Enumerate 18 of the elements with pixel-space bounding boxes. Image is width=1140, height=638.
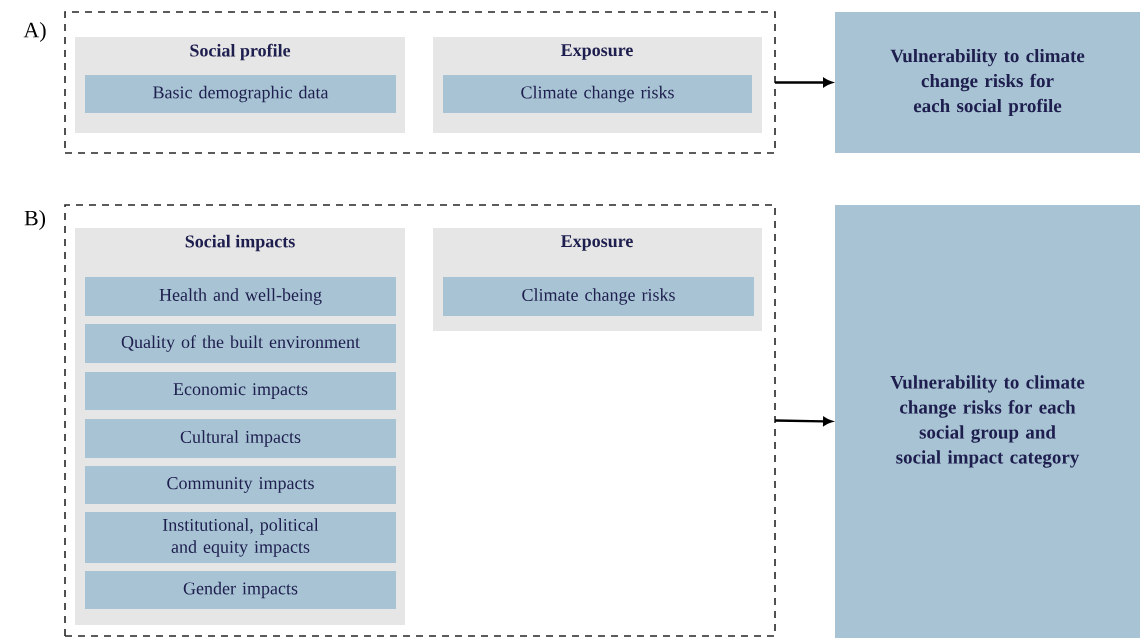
panel-letter: A) bbox=[23, 22, 46, 42]
item-box: Community impacts bbox=[85, 466, 396, 504]
arrow bbox=[775, 416, 833, 426]
result-box: Vulnerability to climate change risks for each social profile bbox=[835, 12, 1140, 153]
panel-letter: B) bbox=[24, 210, 46, 230]
dashed-frame bbox=[64, 204, 776, 637]
item-box: Climate change risks bbox=[443, 277, 754, 316]
result-box: Vulnerability to climate change risks for each social group and social impact category bbox=[835, 205, 1140, 638]
item-box: Institutional, political and equity impacts bbox=[85, 512, 396, 563]
item-box: Cultural impacts bbox=[85, 419, 396, 458]
item-box: Quality of the built environment bbox=[85, 324, 396, 363]
item-box: Health and well-being bbox=[85, 277, 396, 316]
dashed-frame bbox=[64, 11, 776, 154]
item-box: Economic impacts bbox=[85, 372, 396, 410]
item-box: Gender impacts bbox=[85, 571, 396, 609]
arrow bbox=[775, 78, 833, 87]
item-box: Climate change risks bbox=[443, 75, 752, 113]
item-box: Basic demographic data bbox=[85, 75, 396, 113]
